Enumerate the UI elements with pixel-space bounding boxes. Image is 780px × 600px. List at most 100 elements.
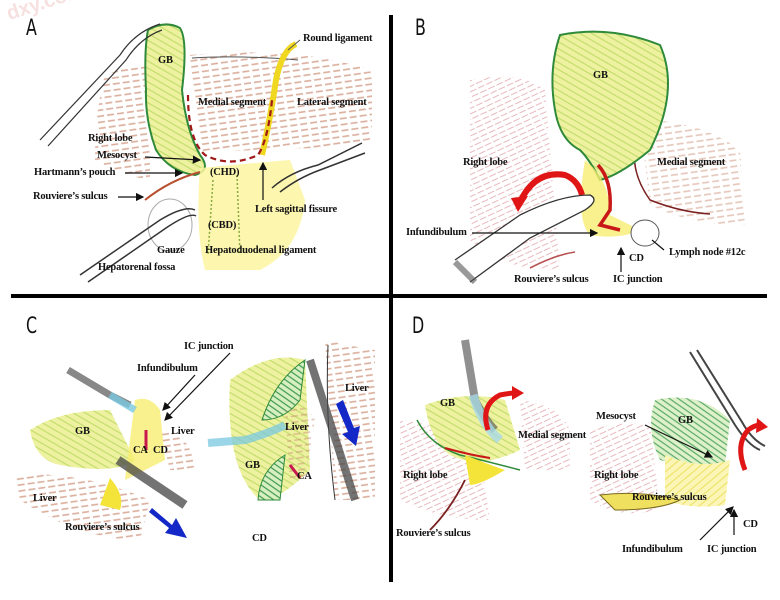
panel-d-letter: D	[412, 314, 425, 339]
label-gb-right: GB	[678, 415, 693, 426]
arrow-infundibulum-c	[162, 374, 196, 411]
rotation-arrow-d-left	[483, 390, 516, 431]
forceps-upper-2	[47, 29, 163, 147]
label-rouvieres-sulcus-right: Rouviere’s sulcus	[632, 492, 707, 503]
forceps-lower-2	[87, 214, 197, 283]
label-hepatorenal-fossa: Hepatorenal fossa	[98, 262, 176, 273]
liver-right-lobe-area	[95, 66, 150, 180]
arrow-ic-junction-c	[164, 352, 231, 421]
horizontal-divider	[11, 294, 767, 298]
rouviere-yellow-d-right	[598, 492, 682, 511]
label-ca-right: CA	[297, 471, 312, 482]
label-gb-right: GB	[245, 460, 260, 471]
label-right-lobe-left: Right lobe	[403, 470, 448, 481]
gb-green-c-right-2	[257, 454, 286, 501]
forceps-c-lower	[115, 456, 188, 509]
gauze	[147, 198, 193, 252]
label-gb: GB	[158, 55, 173, 66]
label-liver-mid: Liver	[171, 426, 195, 437]
label-infundibulum: Infundibulum	[406, 227, 467, 238]
hepatoduodenal-right-edge	[236, 174, 241, 256]
label-right-lobe-right: Right lobe	[594, 470, 639, 481]
liver-upper-edge	[191, 56, 299, 61]
liver-d-right	[590, 423, 660, 514]
round-ligament-outline	[287, 39, 301, 51]
label-lateral-segment: Lateral segment	[297, 97, 367, 108]
rouviere-yellow-d-left	[465, 455, 505, 485]
traction-arrow-c-right	[336, 400, 360, 446]
forceps-right-2	[279, 152, 366, 193]
rotation-arrowhead-b	[511, 196, 528, 212]
label-medial-segment: Medial segment	[518, 430, 587, 441]
label-gb: GB	[593, 70, 608, 81]
cystic-duct-red	[596, 163, 621, 232]
gb-d-left-outline	[416, 419, 521, 471]
arrow-lymph-node	[651, 239, 665, 251]
label-medial-segment: Medial segment	[198, 97, 267, 108]
forceps-c-right-vertical	[306, 358, 359, 502]
liver-medial-lateral-area	[190, 52, 372, 155]
forceps-d-right-2	[696, 349, 766, 447]
liver-mid-c-right	[285, 406, 315, 480]
rotation-arrowhead-d-right	[756, 418, 768, 433]
label-gauze: Gauze	[157, 245, 185, 256]
gb-d-right	[651, 397, 730, 467]
rouviere-sulcus-a	[144, 171, 201, 201]
label-infundibulum: Infundibulum	[137, 363, 198, 374]
label-rouvieres-sulcus: Rouviere’s sulcus	[65, 522, 140, 533]
label-hartmanns-pouch: Hartmann’s pouch	[34, 167, 116, 178]
label-cbd: (CBD)	[208, 220, 237, 231]
label-rouvieres-sulcus-left: Rouviere’s sulcus	[396, 528, 471, 539]
panel-d-drawing	[400, 339, 768, 541]
lymph-node-12c	[630, 219, 660, 247]
liver-medial-b	[640, 120, 745, 225]
arrow-infundibulum-d	[699, 506, 734, 541]
traction-arrow-c-left	[149, 508, 187, 538]
panel-c-letter: C	[26, 314, 38, 339]
vertical-divider	[389, 15, 393, 582]
arrow-mesocyst-d	[644, 424, 714, 458]
label-right-lobe: Right lobe	[88, 133, 133, 144]
label-left-sagittal-fissure: Left sagittal fissure	[255, 204, 337, 215]
ca-right	[288, 464, 302, 479]
gb-green-c-right	[261, 358, 306, 421]
label-chd: (CHD)	[210, 167, 240, 178]
arrow-mesocyst	[144, 155, 202, 164]
label-hepatoduodenal-ligament: Hepatoduodenal ligament	[205, 245, 317, 256]
forceps-upper	[39, 23, 161, 141]
gb-d-left	[425, 396, 520, 462]
label-gb-left: GB	[75, 426, 90, 437]
panel-a-drawing	[39, 23, 372, 283]
hepatoduodenal-left-edge	[207, 179, 214, 256]
panel-b-drawing	[452, 30, 745, 285]
rouviere-sulcus-b	[529, 251, 576, 269]
label-cd: CD	[743, 519, 758, 530]
rouviere-line-d-left	[429, 479, 466, 531]
label-ic-junction: IC junction	[184, 341, 234, 352]
panel-c-drawing	[15, 340, 375, 540]
label-round-ligament: Round ligament	[303, 33, 373, 44]
forceps-d-right	[689, 351, 761, 451]
medial-segment-dashed-boundary	[186, 94, 274, 163]
rouviere-yellow-c	[100, 478, 122, 510]
label-liver-right-top: Liver	[345, 383, 369, 394]
panel-a-letter: A	[26, 16, 37, 41]
gb-area-c-left	[30, 410, 135, 469]
label-ic-junction: IC junction	[613, 274, 663, 285]
label-mesocyst: Mesocyst	[97, 150, 137, 161]
label-ca-left: CA	[133, 445, 148, 456]
label-right-lobe: Right lobe	[463, 157, 508, 168]
gallbladder-b	[551, 30, 669, 182]
rotation-arrowhead-d-left	[512, 386, 524, 400]
gallbladder-a	[144, 23, 206, 177]
label-medial-segment: Medial segment	[657, 157, 726, 168]
label-rouvieres-sulcus: Rouviere’s sulcus	[33, 191, 108, 202]
forceps-right	[271, 142, 363, 189]
forceps-c-right-horizontal	[207, 421, 287, 447]
infundibulum-b	[581, 160, 640, 237]
label-cd: CD	[629, 253, 644, 264]
liver-medial-d-left	[520, 400, 570, 470]
label-liver-right-mid: Liver	[285, 422, 309, 433]
